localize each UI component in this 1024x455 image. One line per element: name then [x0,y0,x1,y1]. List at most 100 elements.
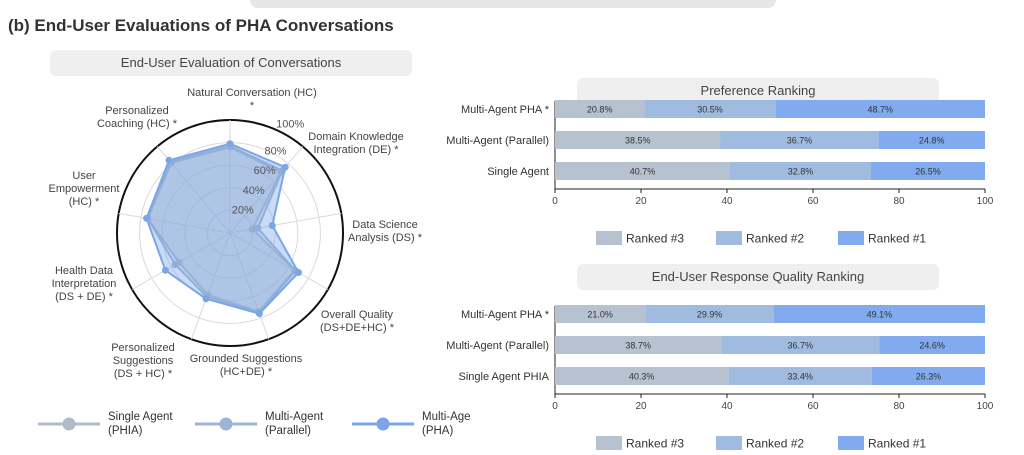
radar-tick-label-2: 60% [254,165,276,177]
quality-legend-swatch-2 [838,436,864,450]
legend-marker-2 [376,417,390,431]
radar-series-1-point-6 [171,261,179,269]
radar-series-2-point-6 [161,266,169,274]
radar-tick-label-0: 20% [232,205,254,217]
quality-bar-1-1 [721,336,880,354]
radar-spoke-7 [118,212,231,234]
preference-ranking-chart: Multi-Agent PHA *20.8%30.5%48.7%Multi-Ag… [446,100,994,246]
preference-bar-0-1 [644,100,776,118]
quality-x-tick-label-1: 20 [635,401,647,412]
legend-label-1-line1: Multi-Agent [265,411,324,423]
quality-bar-label-1-1: 36.7% [788,341,814,351]
quality-chart-title: End-User Response Quality Ranking [577,264,939,290]
preference-bar-1-1 [720,131,879,149]
legend-label-1-line2: (Parallel) [265,425,311,437]
quality-category-label-2: Single Agent PHIA [458,371,549,383]
quality-bar-label-0-2: 49.1% [867,310,893,320]
preference-bar-1-2 [878,131,985,149]
page-title: (b) End-User Evaluations of PHA Conversa… [8,16,394,35]
quality-bar-2-2 [871,367,985,385]
radar-series-2-point-0 [226,140,234,148]
radar-series-2-point-7 [143,214,150,222]
preference-x-tick-label-3: 60 [807,196,819,207]
quality-x-tick-label-0: 0 [552,401,558,412]
radar-spoke-3 [229,232,329,290]
preference-bar-label-1-0: 38.5% [625,136,651,146]
preference-legend-swatch-2 [838,231,864,245]
quality-bar-2-0 [555,367,729,385]
quality-bar-label-0-0: 21.0% [587,310,613,320]
radar-series-1-point-2 [254,224,262,232]
legend-label-2-line1: Multi-Agent [422,411,470,423]
preference-bar-2-0 [555,162,730,180]
radar-tick-label-3: 80% [264,145,286,157]
preference-category-label-1: Multi-Agent (Parallel) [446,135,549,147]
quality-legend-swatch-0 [596,436,622,450]
quality-bar-0-2 [773,305,985,323]
radar-series-2-point-2 [268,222,276,229]
radar-spoke-4 [229,232,270,340]
top-scroll-bar [250,0,776,8]
preference-legend-swatch-0 [596,231,622,245]
radar-tick-label-1: 40% [243,185,265,197]
preference-bar-label-1-2: 24.8% [919,136,945,146]
quality-bar-0-0 [555,305,646,323]
quality-x-tick-label-3: 60 [807,401,819,412]
quality-legend-swatch-1 [716,436,742,450]
radar-series-2-point-3 [295,269,302,276]
quality-category-label-0: Multi-Agent PHA * [461,309,550,321]
radar-chart-title: End-User Evaluation of Conversations [50,50,412,76]
quality-bar-1-0 [555,336,722,354]
preference-x-tick-label-1: 20 [635,196,647,207]
response-quality-ranking-chart: Multi-Agent PHA * 21.0% 29.9% 49.1% Multi-Ag… [446,305,994,451]
radar-spoke-1 [229,146,304,234]
preference-legend-label-1: Ranked #2 [746,232,804,246]
radar-series-1-polygon [146,145,297,314]
quality-bar-label-1-0: 38.7% [625,341,651,351]
preference-chart-title: Preference Ranking [577,78,939,104]
preference-legend-label-2: Ranked #1 [868,232,926,246]
preference-bar-label-2-1: 32.8% [788,167,814,177]
radar-spoke-5 [190,232,231,340]
radar-chart: 20% 40% 60% 80% 100% Natural Conversation (HC… [38,87,470,437]
preference-bar-label-0-1: 30.5% [697,105,723,115]
radar-tick-label-4: 100% [276,119,304,131]
quality-bar-label-2-1: 33.4% [787,372,813,382]
preference-x-tick-label-2: 40 [721,196,733,207]
quality-category-label-1: Multi-Agent (Parallel) [446,340,549,352]
preference-bar-0-0 [555,100,645,118]
quality-legend-label-0: Ranked #3 [626,437,684,451]
quality-bar-label-1-2: 24.6% [919,341,945,351]
radar-series-2-point-4 [255,310,263,318]
radar-axis-label-3: Overall Quality(DS+DE+HC) * [320,309,395,334]
preference-bar-1-0 [555,131,721,149]
quality-x-tick-label-2: 40 [721,401,733,412]
preference-bar-label-0-2: 48.7% [868,105,894,115]
radar-axis-label-0: Natural Conversation (HC)* [187,87,317,112]
quality-bar-1-2 [879,336,985,354]
preference-bar-0-2 [775,100,985,118]
preference-x-tick-label-0: 0 [552,196,558,207]
radar-series-2-point-5 [202,295,210,303]
quality-legend-label-1: Ranked #2 [746,437,804,451]
preference-bar-label-2-2: 26.5% [915,167,941,177]
preference-bar-label-1-1: 36.7% [787,136,813,146]
radar-series-0-point-2 [248,225,256,233]
quality-bar-0-1 [645,305,774,323]
radar-spoke-2 [229,212,342,234]
quality-bar-label-2-0: 40.3% [629,372,655,382]
preference-legend-label-0: Ranked #3 [626,232,684,246]
radar-axis-label-4: Grounded Suggestions(HC+DE) * [190,353,303,378]
quality-bar-label-0-1: 29.9% [697,310,723,320]
radar-series-2-point-1 [281,163,289,171]
preference-x-tick-label-5: 100 [977,196,994,207]
radar-series-2-polygon [145,142,300,315]
legend-marker-1 [219,417,233,431]
legend-label-0-line2: (PHIA) [108,425,143,437]
preference-bar-label-0-0: 20.8% [587,105,613,115]
quality-legend-label-2: Ranked #1 [868,437,926,451]
